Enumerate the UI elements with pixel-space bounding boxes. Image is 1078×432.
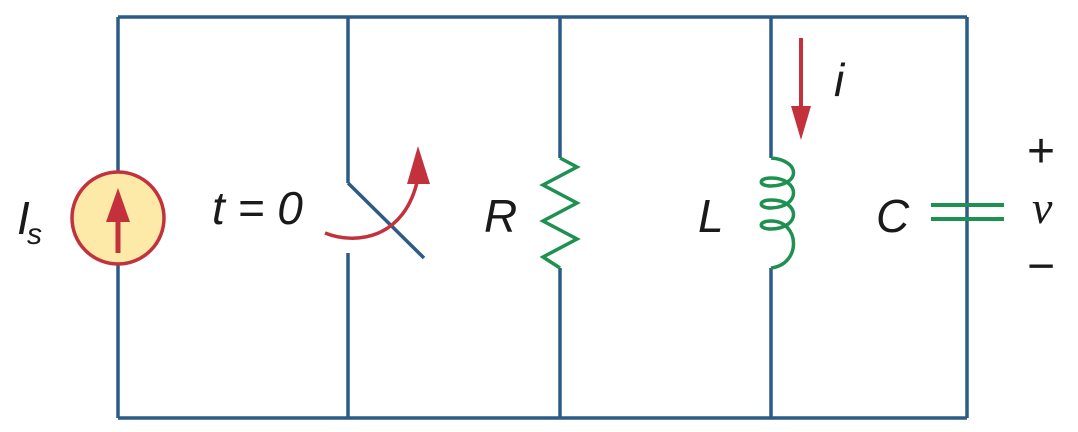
voltage-plus-label: + <box>1027 125 1055 178</box>
source-label-main: I <box>17 192 30 244</box>
resistor-label: R <box>484 190 517 242</box>
inductor-icon <box>759 156 796 270</box>
curved-arrow-icon <box>324 146 430 240</box>
capacitor-label: C <box>876 190 910 242</box>
voltage-minus-label: − <box>1027 240 1055 293</box>
inductor-label: L <box>698 190 724 242</box>
resistor-icon <box>539 156 581 270</box>
current-arrow-icon <box>791 38 811 140</box>
wires <box>116 15 969 420</box>
current-label: i <box>834 54 846 106</box>
switch-blade <box>346 181 426 260</box>
source-label-sub: s <box>27 218 42 251</box>
capacitor-icon <box>931 203 1004 221</box>
switch-time-text: t = 0 <box>212 182 303 234</box>
voltage-label: v <box>1032 182 1053 233</box>
source-label: I <box>17 192 30 244</box>
current-source-icon <box>70 170 166 266</box>
switch-time-label: t = 0 <box>212 182 303 234</box>
